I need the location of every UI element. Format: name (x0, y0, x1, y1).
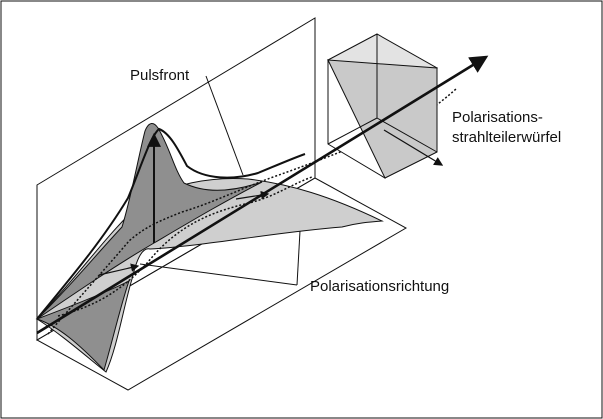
beam-splitter-label-line1: Polarisations- (452, 109, 543, 126)
polarization-leader-line-upper (296, 230, 301, 286)
split-beam-arrow (383, 129, 444, 166)
polarization-leader-line-lower (139, 263, 298, 286)
pulse-envelope (36, 127, 306, 320)
pulsfront-leader-line (205, 75, 244, 176)
polarization-direction-label: Polarisationsrichtung (310, 278, 449, 295)
cube-hidden-edge-left (327, 117, 378, 145)
lower-component-lobe (35, 280, 130, 371)
pulsfront-label: Pulsfront (130, 67, 190, 84)
dotted-polarization-trace (57, 176, 313, 317)
beam-splitter-label-line2: strahlteilerwürfel (452, 129, 561, 146)
lower-polarization-arrow (98, 263, 140, 276)
cube-hidden-edge-right (376, 117, 438, 153)
upper-polarization-arrow (235, 190, 270, 200)
